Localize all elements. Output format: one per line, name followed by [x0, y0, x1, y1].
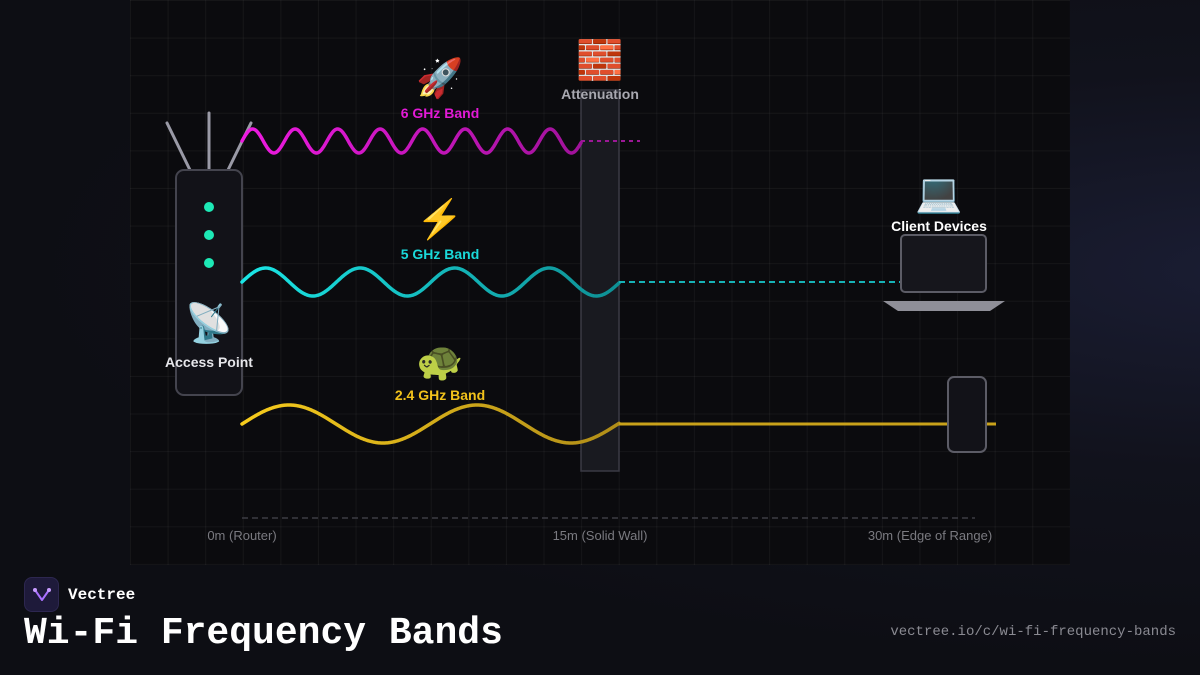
vectree-logo-icon — [24, 577, 59, 612]
wave-6ghz — [240, 127, 583, 155]
phone-device — [947, 376, 987, 453]
satellite-antenna-icon: 📡 — [185, 303, 233, 345]
lightning-icon: ⚡ — [416, 199, 464, 241]
laptop-device — [883, 234, 1005, 311]
access-point-label: Access Point — [165, 354, 253, 370]
solid-wall — [580, 89, 620, 472]
laptop-icon: 💻 — [915, 173, 963, 215]
band-24ghz-label: 2.4 GHz Band — [394, 387, 486, 403]
turtle-icon: 🐢 — [416, 341, 464, 383]
wave-5ghz — [240, 266, 621, 298]
attenuation-label: Attenuation — [561, 86, 639, 102]
brand: Vectree — [24, 577, 135, 612]
band-5ghz-label: 5 GHz Band — [400, 246, 480, 262]
router-antennas — [165, 111, 253, 172]
router-led — [204, 230, 214, 240]
wave-24ghz — [240, 403, 621, 445]
router-led — [204, 258, 214, 268]
source-url[interactable]: vectree.io/c/wi-fi-frequency-bands — [890, 624, 1176, 640]
axis-label-start: 0m (Router) — [207, 528, 277, 543]
brand-name: Vectree — [68, 585, 136, 604]
client-devices-label: Client Devices — [891, 218, 987, 234]
brick-wall-icon: 🧱 — [576, 40, 624, 82]
band-6ghz-label: 6 GHz Band — [400, 105, 480, 121]
axis-label-middle: 15m (Solid Wall) — [552, 528, 648, 543]
axis-label-end: 30m (Edge of Range) — [867, 528, 993, 543]
page-title: Wi-Fi Frequency Bands — [24, 612, 503, 655]
router-led — [204, 202, 214, 212]
rocket-icon: 🚀 — [416, 58, 464, 100]
